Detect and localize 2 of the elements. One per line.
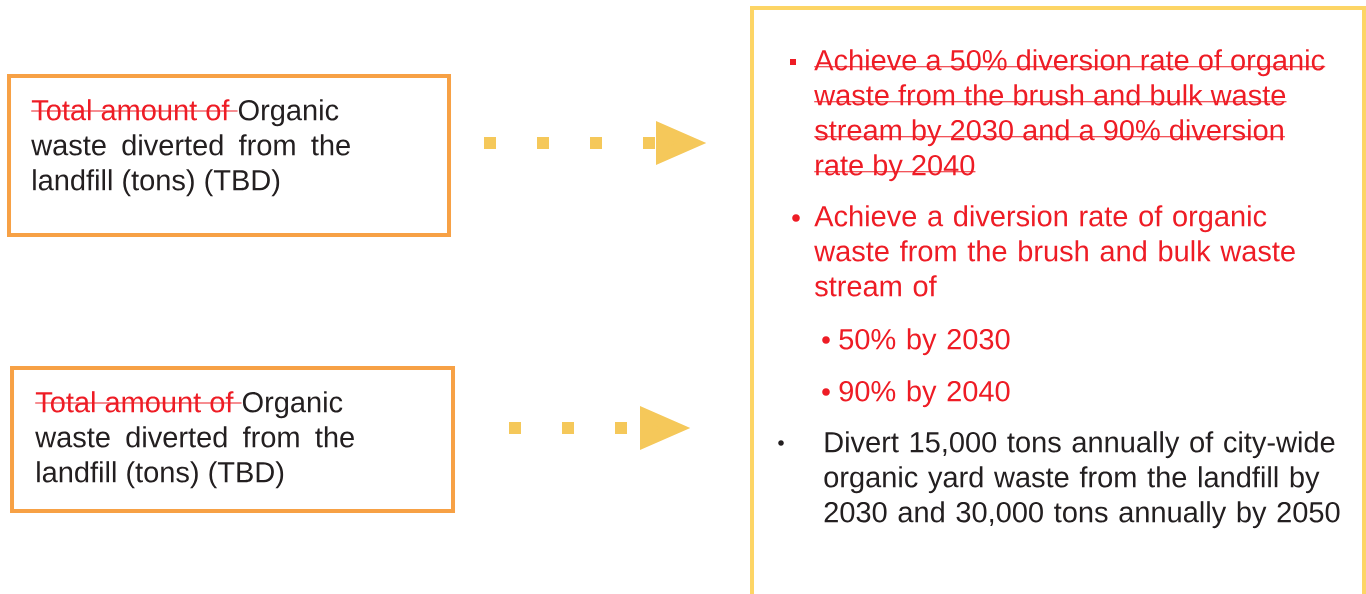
indicator-box: Total amount of Organic waste diverted from the landfill (tons) (TBD) — [10, 366, 455, 513]
indicator-box: Total amount of Organic waste diverted from the landfill (tons) (TBD) — [7, 74, 451, 237]
